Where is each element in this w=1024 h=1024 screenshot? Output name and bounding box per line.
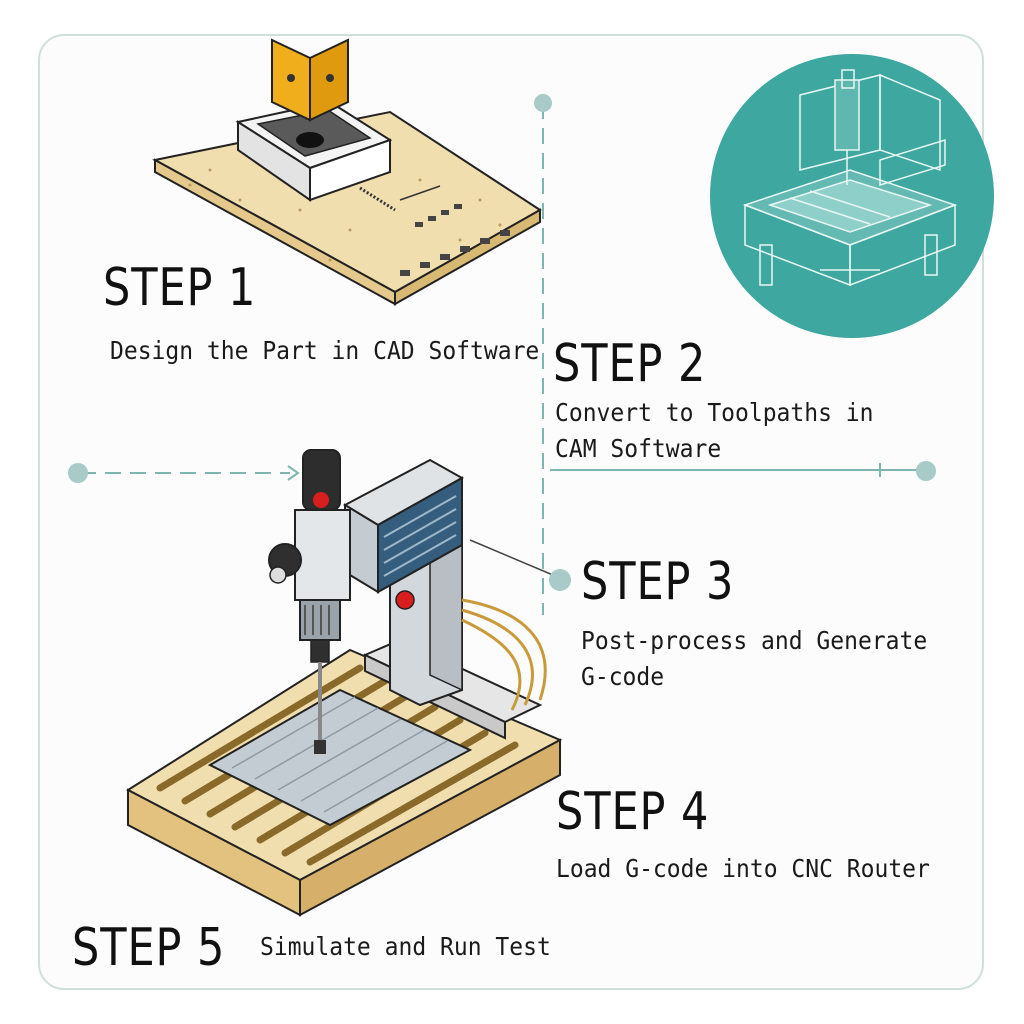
- step5-title: STEP 5: [72, 918, 226, 978]
- step1-title: STEP 1: [103, 258, 257, 318]
- right-dot-icon: [916, 461, 936, 481]
- step3-dot-icon: [549, 569, 571, 591]
- arrow-head-icon: [287, 465, 300, 481]
- step2-title: STEP 2: [553, 334, 707, 394]
- step1-description: Design the Part in CAD Software: [110, 336, 540, 365]
- step3-title: STEP 3: [581, 552, 735, 612]
- step2-description: Convert to Toolpaths in CAM Software: [555, 398, 874, 463]
- step4-title: STEP 4: [556, 782, 710, 842]
- left-dot-icon: [68, 463, 88, 483]
- step3-leader-line: [469, 539, 561, 579]
- step3-description: Post-process and Generate G-code: [581, 626, 928, 691]
- top-dot-icon: [534, 94, 552, 112]
- step4-description: Load G-code into CNC Router: [556, 854, 930, 883]
- step5-description: Simulate and Run Test: [260, 932, 551, 961]
